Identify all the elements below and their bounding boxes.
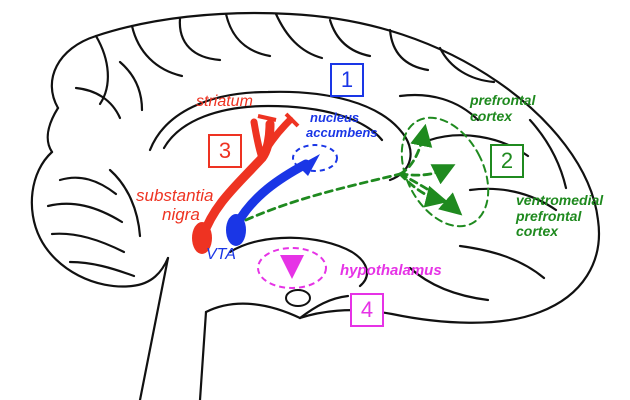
label-nucleus-accumbens: nucleus accumbens xyxy=(306,111,378,140)
hypothalamic-pathway xyxy=(258,248,326,306)
label-ventromedial-line3: cortex xyxy=(516,224,603,240)
mesolimbic-pathway xyxy=(226,145,337,246)
label-substantia-line1: substantia xyxy=(136,186,214,205)
label-prefrontal-cortex: prefrontal cortex xyxy=(470,93,535,124)
blue-arrowhead xyxy=(298,154,320,176)
pathway-number-1: 1 xyxy=(330,63,364,97)
label-prefrontal-line1: prefrontal xyxy=(470,93,535,109)
label-ventromedial-prefrontal-cortex: ventromedial prefrontal cortex xyxy=(516,193,603,240)
label-ventromedial-line2: prefrontal xyxy=(516,209,603,225)
label-hypothalamus: hypothalamus xyxy=(340,263,442,280)
pathway-number-2: 2 xyxy=(490,144,524,178)
pathway-number-4: 4 xyxy=(350,293,384,327)
label-striatum: striatum xyxy=(196,93,253,111)
brain-outline xyxy=(32,13,599,400)
pathway-number-3: 3 xyxy=(208,134,242,168)
vta-dot xyxy=(226,214,246,246)
label-nucleus-line2: accumbens xyxy=(306,126,378,141)
terminal-bar-left xyxy=(258,116,276,120)
label-nucleus-line1: nucleus xyxy=(306,111,378,126)
label-substantia-nigra: substantia nigra xyxy=(136,186,214,224)
label-prefrontal-line2: cortex xyxy=(470,109,535,125)
label-ventromedial-line1: ventromedial xyxy=(516,193,603,209)
pituitary xyxy=(286,290,310,306)
label-vta: VTA xyxy=(206,246,236,264)
label-substantia-line2: nigra xyxy=(136,205,214,224)
